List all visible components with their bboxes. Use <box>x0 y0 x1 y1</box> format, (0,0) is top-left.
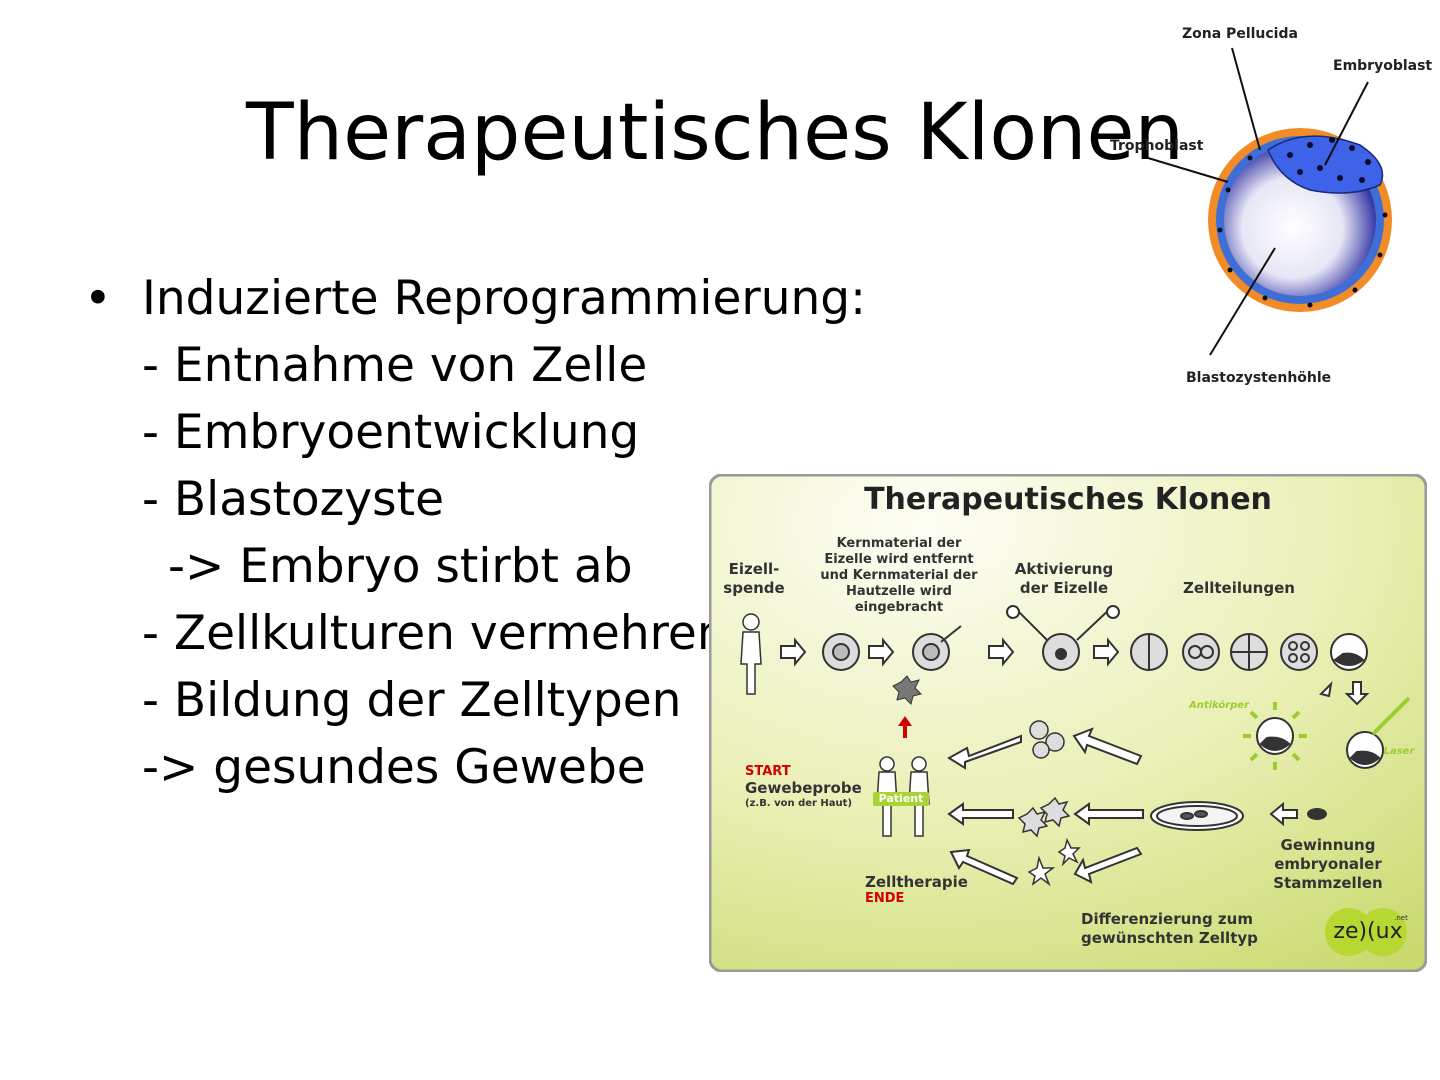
arrow-right-icon <box>780 637 807 667</box>
label-haut: (z.B. von der Haut) <box>745 798 853 809</box>
antibody-blastocyst-icon <box>1243 702 1307 770</box>
list-item: - Entnahme von Zelle <box>142 338 648 393</box>
bullet-main-text: Induzierte Reprogrammierung: <box>142 271 866 326</box>
label-gewinnung: Gewinnung embryonaler Stammzellen <box>1273 836 1383 892</box>
bullet-list: • Induzierte Reprogrammierung: - Entnahm… <box>84 265 866 801</box>
list-item: - Blastozyste <box>142 472 444 527</box>
arrow-right-icon <box>988 637 1015 667</box>
label-gewebeprobe: Gewebeprobe <box>745 779 862 797</box>
label-start: START <box>745 764 791 779</box>
label-blastozystenhoehle: Blastozystenhöhle <box>1186 370 1332 386</box>
label-embryoblast: Embryoblast <box>1333 58 1433 74</box>
label-ende: ENDE <box>865 891 905 906</box>
list-item: -> gesundes Gewebe <box>142 740 646 795</box>
laser-blastocyst-icon <box>1346 696 1411 769</box>
logo-circle-left <box>1325 908 1373 956</box>
stem-cell-cluster-icon <box>1307 808 1327 820</box>
skin-cell-icon <box>892 675 922 705</box>
label-trophoblast: Trophoblast <box>1110 138 1204 154</box>
label-patient: Patient <box>878 792 924 805</box>
diagram-title: Therapeutisches Klonen <box>864 482 1272 517</box>
arrow-left-icon <box>1073 846 1143 884</box>
arrow-left-icon <box>1072 727 1143 766</box>
arrow-left-icon <box>1269 801 1298 827</box>
label-antikoerper: Antikörper <box>1188 700 1250 711</box>
label-aktivierung: Aktivierung der Eizelle <box>1014 560 1114 597</box>
diagram-frame <box>709 474 1427 972</box>
label-differenzierung: Differenzierung zum gewünschten Zelltyp <box>1081 910 1258 947</box>
cell-division-icons <box>1130 633 1368 671</box>
arrow-diag-icon <box>1319 681 1333 698</box>
logo-net: .net <box>1394 914 1408 922</box>
red-up-arrow-icon <box>898 716 912 738</box>
arrow-left-icon <box>1073 802 1144 826</box>
logo-circle-right <box>1359 908 1407 956</box>
nuclear-transfer-icon <box>912 625 962 671</box>
differentiated-cells-icon <box>1017 720 1081 887</box>
list-item: - Zellkulturen vermehren <box>142 606 727 661</box>
label-zellteilungen: Zellteilungen <box>1183 579 1295 597</box>
activated-egg-icon <box>1006 605 1120 671</box>
arrow-right-icon <box>1093 637 1120 667</box>
label-kernmaterial: Kernmaterial der Eizelle wird entfernt u… <box>820 536 978 615</box>
arrow-down-icon <box>1344 681 1370 706</box>
arrow-left-icon <box>949 848 1019 886</box>
label-eizellspende: Eizell- spende <box>723 560 785 597</box>
arrow-left-icon <box>947 802 1014 826</box>
arrow-right-icon <box>868 637 895 667</box>
bullet-main: • Induzierte Reprogrammierung: <box>84 265 866 332</box>
bullet-dot-icon: • <box>84 271 112 326</box>
label-zelltherapie: Zelltherapie <box>865 873 968 891</box>
arrow-left-icon <box>947 734 1022 770</box>
diagram-graphics <box>709 474 1427 972</box>
petri-dish-icon <box>1150 801 1244 831</box>
logo-text: ze)(ux <box>1333 919 1403 944</box>
patient-highlight <box>873 792 929 806</box>
label-laser: Laser <box>1383 746 1415 757</box>
slide-title: Therapeutisches Klonen <box>246 88 1184 178</box>
egg-cell-icon <box>822 633 860 671</box>
donor-figure-icon <box>740 613 762 695</box>
blastocyst-illustration <box>1147 47 1392 356</box>
list-item: -> Embryo stirbt ab <box>168 539 633 594</box>
label-zona-pellucida: Zona Pellucida <box>1182 26 1298 42</box>
list-item: - Bildung der Zelltypen <box>142 673 682 728</box>
list-item: - Embryoentwicklung <box>142 405 640 460</box>
cloning-process-diagram: Therapeutisches Klonen Eizell- spende Ke… <box>709 474 1427 972</box>
